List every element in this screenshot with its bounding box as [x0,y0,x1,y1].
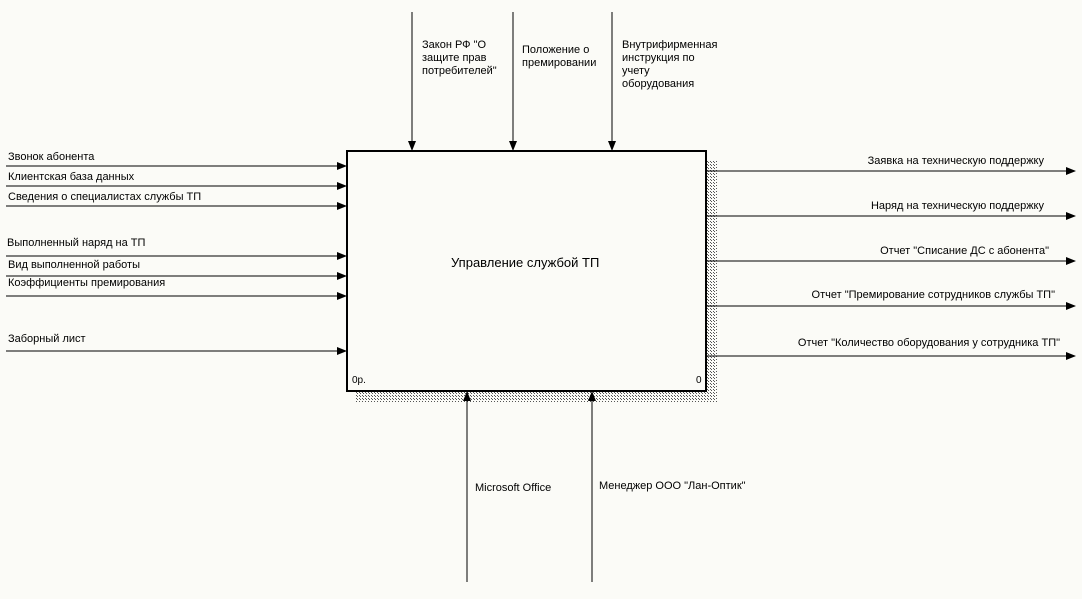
control-label-2: Положение о премировании [522,44,597,69]
control-label-1: Закон РФ "О защите прав потребителей" [422,39,497,77]
output-label-5: Отчет "Количество оборудования у сотрудн… [797,337,1060,349]
input-label-5: Вид выполненной работы [8,259,140,271]
input-label-6: Коэффициенты премирования [8,277,166,289]
output-label-4: Отчет "Премирование сотрудников службы Т… [811,289,1055,301]
cost-label: 0 [696,375,702,386]
input-label-7: Заборный лист [8,333,86,345]
input-label-2: Клиентская база данных [8,171,135,183]
mechanism-label-1: Microsoft Office [475,482,552,494]
activity-title: Управление службой ТП [451,255,600,270]
control-label-3: Внутрифирменная инструкция по учету обор… [622,39,718,90]
node-number: 0р. [352,375,366,386]
input-label-3: Сведения о специалистах службы ТП [8,191,202,203]
mechanism-label-2: Менеджер ООО "Лан-Оптик" [599,480,746,492]
output-label-2: Наряд на техническую поддержку [870,200,1044,212]
output-label-3: Отчет "Списание ДС с абонента" [880,245,1049,257]
activity-box[interactable] [346,150,707,392]
input-label-1: Звонок абонента [8,151,95,163]
input-label-4: Выполненный наряд на ТП [7,237,146,249]
output-label-1: Заявка на техническую поддержку [867,155,1044,167]
